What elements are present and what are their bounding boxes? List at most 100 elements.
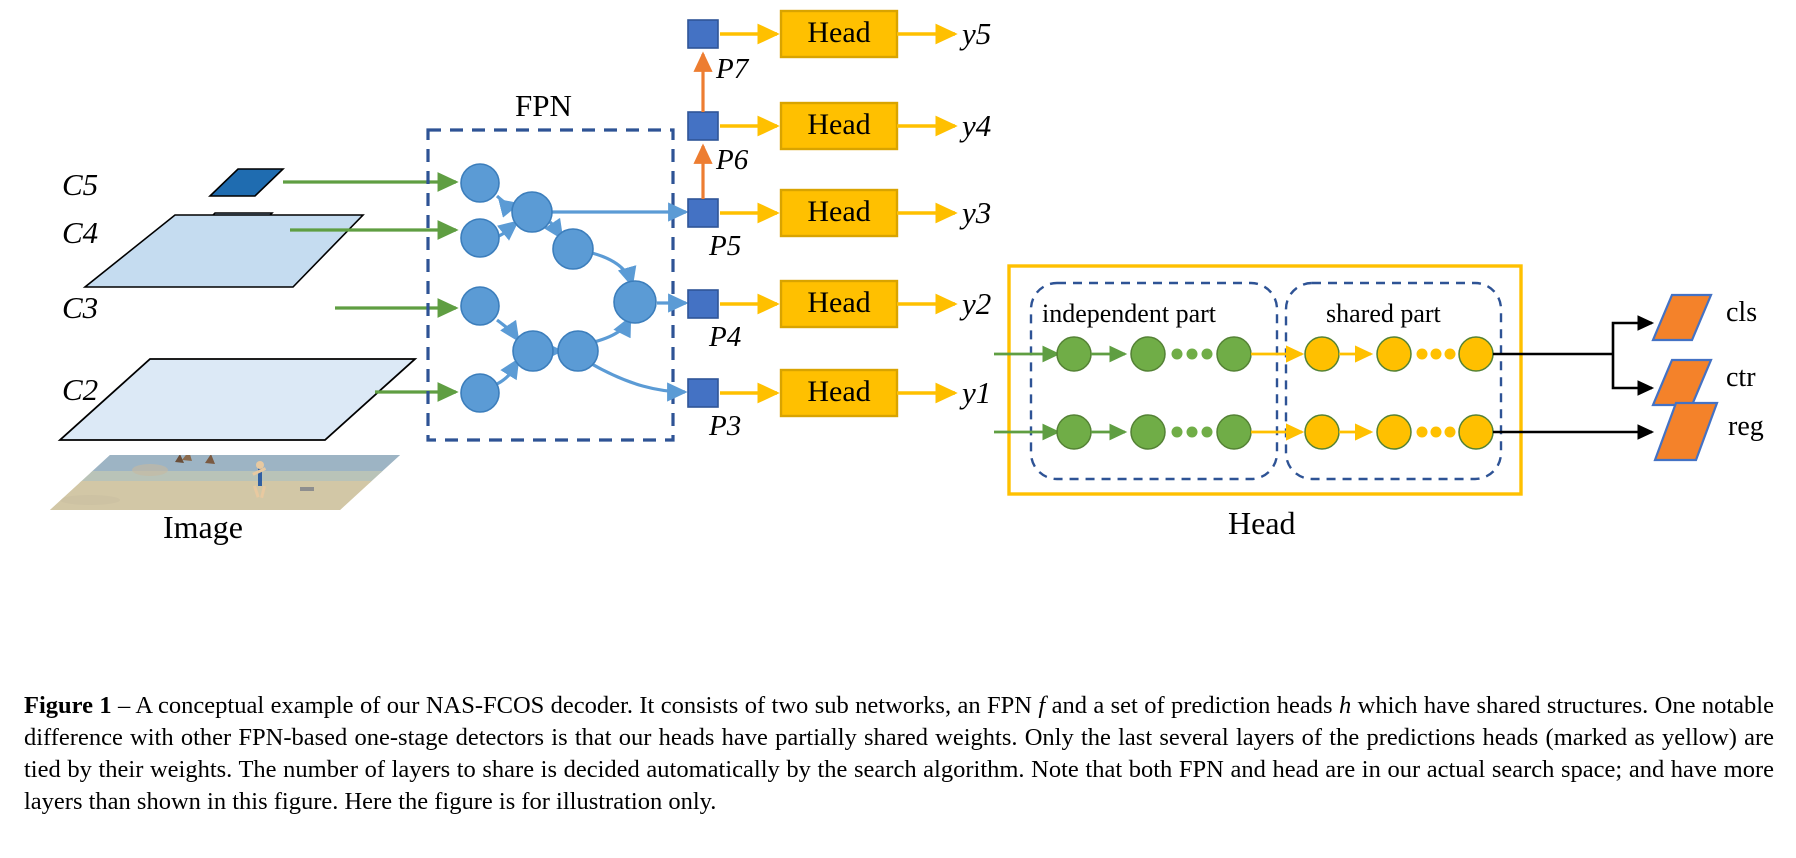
head-panel-border [1007, 264, 1523, 496]
green-node [1056, 336, 1092, 372]
head-box-label-3: Head [807, 195, 871, 228]
fpn-node-2 [460, 218, 500, 258]
caption-math-h: h [1338, 692, 1352, 719]
output-label-y5: y5 [962, 16, 992, 51]
yellow-node [1304, 414, 1340, 450]
output-label-y1: y1 [962, 375, 992, 410]
output-map-cls [1651, 293, 1713, 342]
head-box-label-4: Head [807, 286, 871, 319]
feature-map-c3 [82, 214, 365, 288]
ellipsis-dot [1430, 348, 1442, 360]
ellipsis-dot [1201, 348, 1213, 360]
output-label-cls: cls [1726, 297, 1758, 328]
green-node [1130, 414, 1166, 450]
independent-part-box [1029, 281, 1279, 481]
pyramid-label-p5: P5 [709, 230, 742, 262]
fpn-edge-n9-p3 [589, 361, 688, 402]
yellow-node [1458, 336, 1494, 372]
fpn-node-3 [460, 286, 500, 326]
ellipsis-dot [1444, 348, 1456, 360]
head-box-3 [779, 188, 899, 238]
shared-part-box [1284, 281, 1503, 481]
green-node [1216, 414, 1252, 450]
fpn-edge-n6-n7 [591, 251, 637, 288]
green-node [1130, 336, 1166, 372]
ellipsis-dot [1430, 426, 1442, 438]
pyramid-square-p5 [687, 198, 719, 228]
fpn-edge-n4-n8 [496, 357, 520, 386]
head-detail-panel [994, 264, 1719, 496]
ellipsis-dot [1171, 426, 1183, 438]
head-box-label-2: Head [807, 108, 871, 141]
fpn-node-4 [460, 373, 500, 413]
fpn-label: FPN [515, 88, 572, 123]
head-box-1 [779, 9, 899, 59]
caption-text-2: and a set of prediction heads [1045, 692, 1339, 719]
yellow-node [1376, 336, 1412, 372]
fpn-nodes [460, 163, 657, 413]
fpn-edge-n2-n5 [496, 220, 519, 241]
head-chain-bottom [994, 414, 1655, 450]
backbone-label-c2: C2 [62, 372, 99, 407]
head-panel-title: Head [1228, 505, 1296, 541]
input-photo [50, 455, 400, 510]
head-box-label-5: Head [807, 375, 871, 408]
backbone-feature-maps [57, 168, 418, 441]
ellipsis-dot [1416, 348, 1428, 360]
green-node [1216, 336, 1252, 372]
pyramid-label-p7: P7 [716, 53, 749, 85]
feature-map-c5 [208, 168, 285, 197]
fpn-output-lines [550, 202, 689, 313]
caption-text-3: which have shared structures. One notabl… [24, 692, 1774, 815]
yellow-node [1304, 336, 1340, 372]
backbone-label-c4: C4 [62, 215, 99, 250]
independent-part-label: independent part [1042, 299, 1216, 328]
pyramid-label-p4: P4 [709, 321, 742, 353]
ellipsis-dot [1444, 426, 1456, 438]
fpn-node-1 [460, 163, 500, 203]
output-label-y3: y3 [962, 195, 992, 230]
backbone-label-c5: C5 [62, 167, 99, 202]
output-label-ctr: ctr [1726, 362, 1756, 393]
pyramid-square-p3 [687, 378, 719, 408]
pyramid-squares [687, 19, 719, 408]
fpn-node-7 [613, 280, 657, 324]
caption-label: Figure 1 [24, 692, 112, 719]
backbone-label-c3: C3 [62, 290, 99, 325]
yellow-node [1458, 414, 1494, 450]
caption-dash: – [111, 692, 136, 719]
output-label-reg: reg [1728, 411, 1764, 442]
head-box-label-1: Head [807, 16, 871, 49]
fpn-node-8 [512, 330, 554, 372]
head-chain-top [994, 315, 1655, 396]
ellipsis-dot [1186, 426, 1198, 438]
green-node [1056, 414, 1092, 450]
fpn-dashed-box [426, 128, 675, 442]
shared-part-label: shared part [1326, 299, 1441, 328]
pyramid-square-p6 [687, 111, 719, 141]
yellow-node [1376, 414, 1412, 450]
pyramid-square-p4 [687, 289, 719, 319]
ellipsis-dot [1186, 348, 1198, 360]
fpn-node-9 [557, 330, 599, 372]
ellipsis-dot [1416, 426, 1428, 438]
ellipsis-dot [1171, 348, 1183, 360]
output-label-y2: y2 [962, 286, 992, 321]
image-label: Image [163, 509, 243, 545]
caption-math-f: f [1038, 692, 1046, 719]
head-boxes-group [720, 9, 958, 418]
pyramid-square-p7 [687, 19, 719, 49]
pyramid-label-p6: P6 [716, 144, 749, 176]
output-map-reg [1653, 401, 1719, 462]
output-label-y4: y4 [962, 108, 992, 143]
fpn-edge-n3-n8 [496, 318, 520, 343]
head-box-5 [779, 368, 899, 418]
figure-caption: Figure 1 – A conceptual example of our N… [24, 690, 1774, 817]
fpn-edge-n9-n7 [593, 315, 632, 344]
feature-map-c2 [57, 358, 418, 441]
pyramid-label-p3: P3 [709, 410, 742, 442]
fpn-node-6 [552, 228, 594, 270]
ellipsis-dot [1201, 426, 1213, 438]
